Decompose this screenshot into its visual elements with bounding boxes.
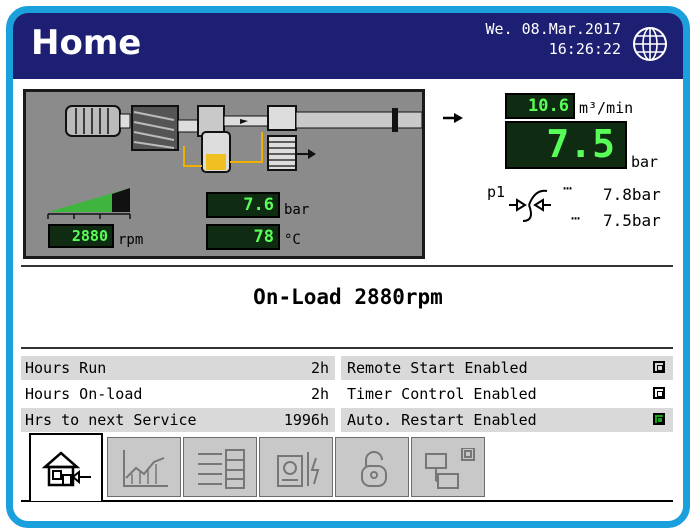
tab-trends[interactable]	[107, 437, 181, 497]
pressure-switch-icon	[509, 189, 551, 222]
info-row: Hours On-load 2h Timer Control Enabled	[21, 382, 673, 406]
divider-bottom	[21, 347, 673, 349]
hours-run-value: 2h	[310, 359, 329, 377]
network-icon	[425, 448, 475, 489]
net-pressure-display: 7.5	[505, 121, 627, 169]
timer-control-label: Timer Control Enabled	[347, 385, 537, 403]
flow-display: 10.6	[505, 93, 575, 119]
datetime: We. 08.Mar.2017 16:26:22	[486, 19, 621, 59]
operating-status: On-Load 2880rpm	[253, 285, 443, 309]
setpoint-label: p1	[487, 183, 506, 201]
service-label: Hrs to next Service	[25, 411, 197, 429]
auto-restart-label: Auto. Restart Enabled	[347, 411, 537, 429]
timer-control-indicator-icon	[653, 387, 665, 399]
remote-start-indicator-icon	[653, 361, 665, 373]
temperature-display: 78	[206, 224, 280, 250]
trend-chart-icon	[123, 450, 168, 487]
globe-icon[interactable]	[631, 25, 669, 63]
lower-setpoint-value: 7.5bar	[603, 211, 661, 230]
hours-onload-label: Hours On-load	[25, 385, 143, 403]
internal-pressure-unit: bar	[284, 202, 310, 218]
tab-home[interactable]	[29, 433, 103, 501]
compressor-schematic	[47, 105, 422, 219]
tab-baseline	[21, 500, 673, 502]
compressor-diagram: 2880 rpm 7.6 bar 78 °C	[23, 89, 425, 259]
tab-bar	[21, 433, 673, 505]
date-text: We. 08.Mar.2017	[485, 20, 621, 38]
tab-list[interactable]	[183, 437, 257, 497]
lock-icon	[361, 451, 387, 487]
hours-onload-value: 2h	[310, 385, 329, 403]
time-text: 16:26:22	[548, 40, 621, 58]
info-row: Hrs to next Service 1996h Auto. Restart …	[21, 408, 673, 432]
service-value: 1996h	[283, 411, 329, 429]
header-bar: Home We. 08.Mar.2017 16:26:22	[13, 13, 683, 79]
hours-run-label: Hours Run	[25, 359, 107, 377]
list-icon	[198, 449, 245, 489]
screen-frame: Home We. 08.Mar.2017 16:26:22	[6, 6, 690, 528]
tab-lock[interactable]	[335, 437, 409, 497]
internal-pressure-display: 7.6	[206, 192, 280, 218]
tab-settings[interactable]	[259, 437, 333, 497]
settings-document-icon	[277, 452, 320, 487]
auto-restart-indicator-icon	[653, 413, 665, 425]
home-icon	[41, 451, 91, 487]
upper-setpoint-value: 7.8bar	[603, 185, 661, 204]
upper-setpoint-dots: ⋯	[563, 179, 574, 197]
discharge-arrow-icon	[443, 113, 463, 123]
remote-start-label: Remote Start Enabled	[347, 359, 528, 377]
motor-speed-display: 2880	[48, 224, 114, 248]
tab-network[interactable]	[411, 437, 485, 497]
flow-unit: m³/min	[579, 99, 634, 117]
lower-setpoint-dots: ⋯	[571, 209, 582, 227]
divider-top	[21, 265, 673, 267]
net-pressure-unit: bar	[631, 153, 659, 171]
page-title: Home	[31, 23, 142, 63]
motor-speed-unit: rpm	[118, 232, 144, 248]
temperature-unit: °C	[284, 232, 301, 248]
info-row: Hours Run 2h Remote Start Enabled	[21, 356, 673, 380]
screen: Home We. 08.Mar.2017 16:26:22	[13, 13, 683, 521]
